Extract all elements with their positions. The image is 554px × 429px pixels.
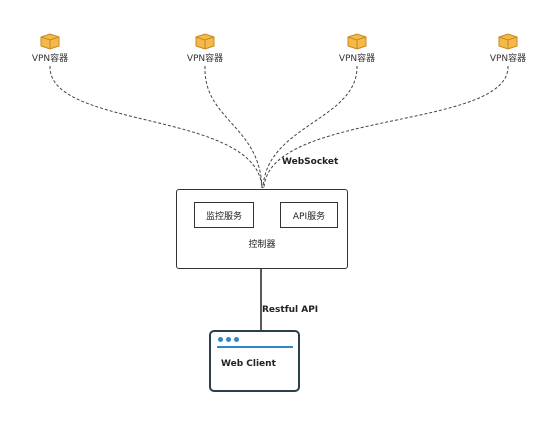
vpn-container-4: VPN容器 (473, 33, 543, 64)
container-label: VPN容器 (31, 54, 69, 64)
window-dot (226, 337, 231, 342)
websocket-link-4 (263, 65, 509, 189)
vpn-container-1: VPN容器 (15, 33, 85, 64)
title-bar-divider (217, 346, 293, 348)
package-box-icon (498, 33, 518, 50)
websocket-link-3 (262, 65, 358, 189)
window-dot (234, 337, 239, 342)
container-label: VPN容器 (489, 54, 527, 64)
browser-window-icon (218, 337, 239, 342)
controller-box: 监控服务 API服务 控制器 (176, 189, 348, 269)
web-client-window: Web Client (209, 330, 300, 392)
websocket-label: WebSocket (282, 157, 339, 167)
package-box-icon (40, 33, 60, 50)
restful-api-label: Restful API (262, 305, 319, 315)
container-label: VPN容器 (186, 54, 224, 64)
package-box-icon (347, 33, 367, 50)
window-dot (218, 337, 223, 342)
controller-label: 控制器 (248, 240, 276, 250)
api-service-box: API服务 (280, 202, 338, 228)
package-box-icon (195, 33, 215, 50)
vpn-container-2: VPN容器 (170, 33, 240, 64)
web-client-title: Web Client (221, 359, 276, 369)
websocket-link-2 (204, 65, 263, 189)
vpn-container-3: VPN容器 (322, 33, 392, 64)
monitor-service-box: 监控服务 (194, 202, 254, 228)
container-label: VPN容器 (338, 54, 376, 64)
websocket-link-1 (49, 65, 263, 189)
